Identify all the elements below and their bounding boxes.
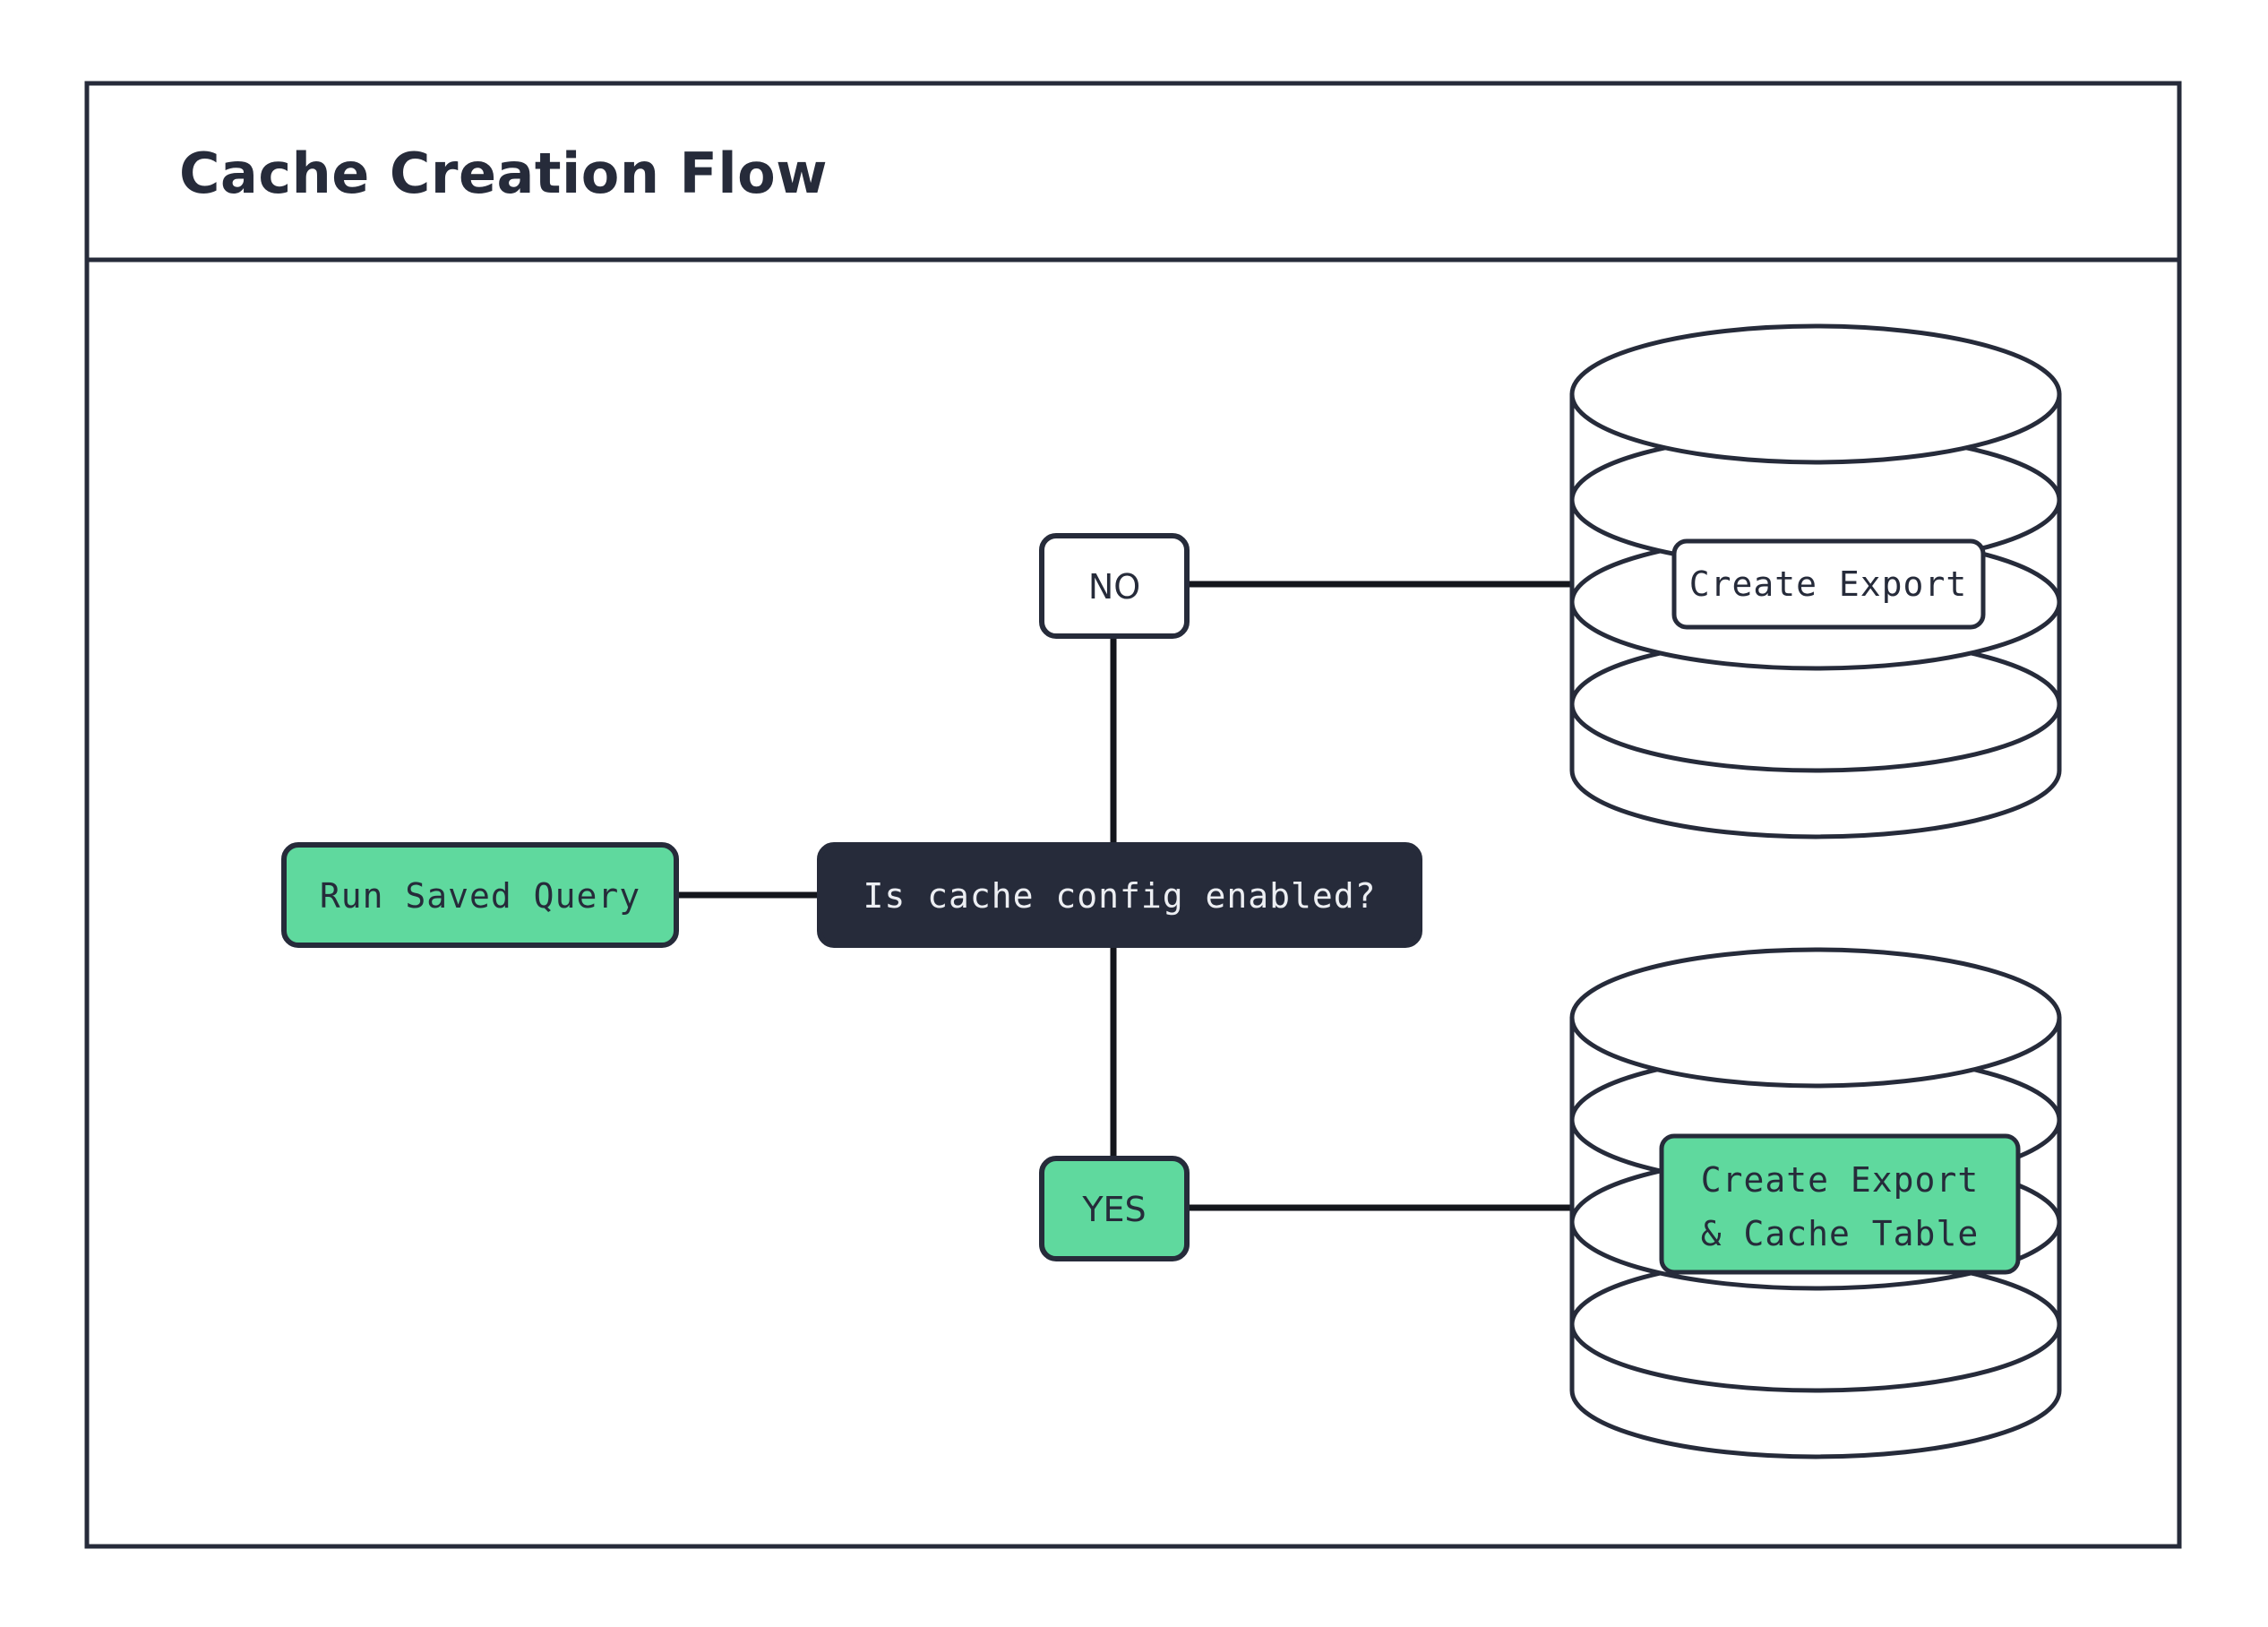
db-top-disk-1 <box>1569 323 2062 465</box>
db-bottom-label-box <box>1659 1133 2021 1275</box>
db-bottom-label-line1: Create Export <box>1701 1160 1979 1200</box>
db-bottom-shape: Create Export & Cache Table <box>1569 947 2062 1459</box>
db-top-shape: Create Export <box>1569 323 2062 839</box>
decision-box[interactable] <box>817 842 1422 948</box>
db-top-label: Create Export <box>1689 564 1967 604</box>
db-bottom-disk-1 <box>1569 947 2062 1089</box>
decision-label: Is cache config enabled? <box>863 876 1376 916</box>
connector-group <box>676 581 1576 1211</box>
node-branch-no[interactable]: NO <box>1039 533 1190 639</box>
db-top-label-box <box>1671 538 1986 630</box>
db-bottom-label-line2: & Cache Table <box>1701 1214 1979 1253</box>
page-title: Cache Creation Flow <box>179 141 828 206</box>
node-is-cache-config-enabled[interactable]: Is cache config enabled? <box>817 842 1422 948</box>
branch-no-box[interactable] <box>1039 533 1190 639</box>
node-run-saved-query[interactable]: Run Saved Query <box>281 842 679 948</box>
branch-yes-box[interactable] <box>1039 1156 1190 1261</box>
branch-no-label: NO <box>1088 567 1140 607</box>
diagram-frame <box>84 81 2182 1549</box>
run-saved-query-label: Run Saved Query <box>320 876 640 916</box>
run-saved-query-box[interactable] <box>281 842 679 948</box>
node-branch-yes[interactable]: YES <box>1039 1156 1190 1261</box>
branch-yes-label: YES <box>1081 1190 1146 1229</box>
